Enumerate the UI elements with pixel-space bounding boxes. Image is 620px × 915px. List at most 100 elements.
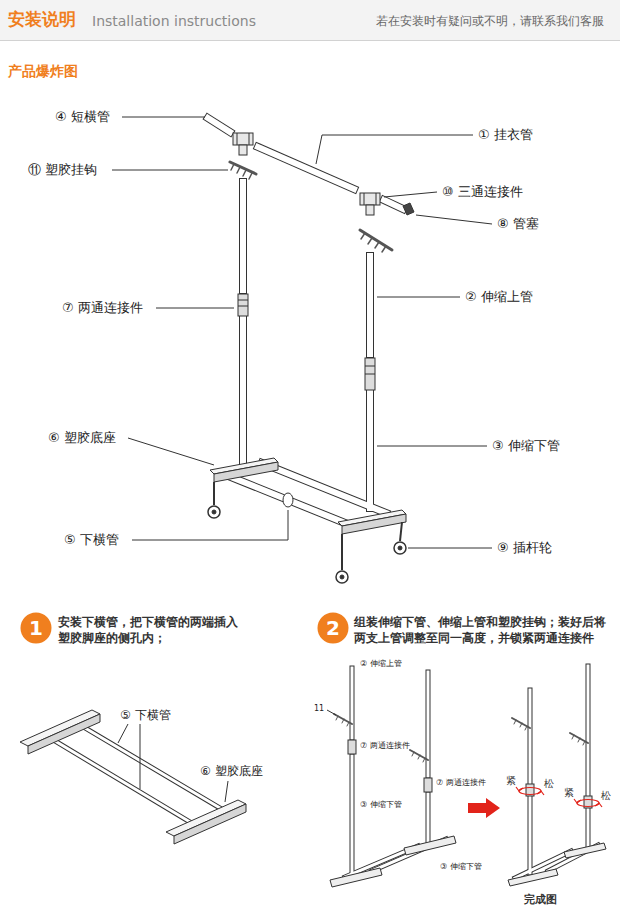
plastic-foot bbox=[330, 868, 382, 887]
plastic-foot bbox=[214, 462, 278, 482]
leader-line bbox=[416, 215, 492, 224]
leader-line bbox=[225, 781, 228, 802]
tube bbox=[45, 666, 598, 878]
plastic-hook bbox=[412, 752, 425, 762]
leader-line bbox=[140, 724, 141, 789]
plastic-hook bbox=[361, 233, 386, 252]
tube bbox=[45, 118, 598, 878]
part-label: ⑧ 管塞 bbox=[497, 216, 539, 232]
leader-line bbox=[327, 710, 336, 715]
part-label: ② 伸缩上管 bbox=[465, 289, 533, 305]
plastic-foot bbox=[20, 458, 606, 887]
part-label: ⑤ 下横管 bbox=[64, 532, 119, 548]
header-band bbox=[0, 40, 620, 41]
plastic-foot bbox=[20, 710, 100, 746]
two-way-connector bbox=[238, 300, 248, 301]
twist-symbol bbox=[595, 803, 602, 807]
tube bbox=[208, 118, 403, 525]
part-label: ⑩ 三通连接件 bbox=[442, 184, 523, 200]
tee-connector bbox=[366, 205, 374, 215]
loosen-mark: 松 bbox=[601, 790, 611, 802]
part-label: ⑪ 塑胶挂钩 bbox=[28, 162, 97, 178]
leader-line bbox=[408, 548, 492, 549]
plastic-foot bbox=[404, 836, 456, 855]
tube bbox=[45, 666, 598, 878]
plastic-foot bbox=[174, 804, 246, 844]
caster-wheel bbox=[212, 510, 216, 514]
tee-connector bbox=[237, 133, 238, 145]
twist-symbol bbox=[574, 799, 581, 803]
twist-symbol bbox=[537, 791, 544, 795]
leader-line bbox=[384, 192, 437, 197]
caster-wheel bbox=[213, 482, 215, 505]
crossbar-joint bbox=[283, 493, 293, 507]
part-label: ① 挂衣管 bbox=[478, 127, 533, 143]
part-label: ⑦ 两通连接件 bbox=[360, 741, 410, 751]
step-number-circle: 2 bbox=[317, 612, 349, 644]
part-label: ③ 伸缩下管 bbox=[440, 862, 482, 872]
leader-line bbox=[156, 308, 234, 309]
header-band bbox=[0, 0, 620, 41]
two-way-connector bbox=[348, 740, 356, 754]
caster-wheel bbox=[340, 575, 344, 579]
callout-number: 11 bbox=[314, 704, 324, 714]
caster-wheel bbox=[341, 534, 343, 570]
flow-arrow bbox=[468, 798, 500, 818]
header-band bbox=[0, 0, 620, 40]
figure-caption: 完成图 bbox=[524, 893, 557, 906]
tee-connector bbox=[239, 145, 247, 155]
plastic-foot bbox=[564, 843, 606, 858]
header-note: 若在安装时有疑问或不明，请联系我们客服 bbox=[376, 14, 604, 28]
part-label: ④ 短横管 bbox=[55, 109, 110, 125]
part-label: ③ 伸缩下管 bbox=[360, 800, 402, 810]
tighten-mark: 紧 bbox=[564, 787, 574, 799]
crossbar-joint bbox=[283, 493, 293, 507]
node-body: 2 bbox=[317, 612, 349, 644]
caster-wheel bbox=[336, 571, 348, 583]
caster-wheel bbox=[398, 546, 402, 550]
plastic-foot bbox=[28, 714, 100, 754]
section-heading: 产品爆炸图 bbox=[8, 63, 78, 80]
tee-connector bbox=[364, 193, 365, 205]
two-way-connector bbox=[365, 374, 375, 375]
part-label: ⑦ 两通连接件 bbox=[62, 300, 143, 316]
plastic-hook bbox=[514, 720, 527, 730]
plastic-foot bbox=[342, 514, 406, 534]
step-text: 安装下横管，把下横管的两端插入塑胶脚座的侧孔内； bbox=[58, 614, 248, 646]
twist-symbol bbox=[516, 787, 523, 791]
leader-line bbox=[132, 510, 288, 540]
tube bbox=[208, 118, 403, 525]
loosen-mark: 松 bbox=[544, 778, 554, 790]
leader-line bbox=[377, 446, 487, 447]
leader-line bbox=[118, 724, 128, 743]
part-label: ⑤ 下横管 bbox=[120, 708, 171, 722]
flow-arrow bbox=[468, 798, 500, 818]
leader-line bbox=[128, 438, 214, 465]
part-label: ② 伸缩上管 bbox=[360, 659, 402, 669]
tube-plug bbox=[403, 203, 414, 215]
tee-connector bbox=[233, 133, 253, 145]
caster-wheel bbox=[208, 506, 220, 518]
part-label: ⑥ 塑胶底座 bbox=[200, 764, 263, 778]
leader-line bbox=[112, 117, 492, 802]
step-text: 组装伸缩下管、伸缩上管和塑胶挂钩；装好后将两支上管调整至同一高度，并锁紧两通连接… bbox=[354, 614, 612, 646]
two-way-connector bbox=[365, 366, 375, 367]
leader-line bbox=[377, 297, 460, 298]
step-number: 2 bbox=[326, 617, 340, 639]
page-title: 安装说明 bbox=[8, 9, 76, 29]
circle-fill bbox=[21, 613, 52, 644]
plastic-hook bbox=[572, 735, 585, 745]
header-subtitle: Installation instructions bbox=[92, 13, 256, 30]
twist-symbol bbox=[516, 787, 602, 807]
step-number: 1 bbox=[29, 617, 43, 639]
part-label: ⑥ 塑胶底座 bbox=[48, 430, 116, 446]
two-way-connector bbox=[238, 306, 248, 307]
tighten-mark: 紧 bbox=[506, 775, 516, 787]
two-way-connector bbox=[238, 294, 592, 808]
part-label: ⑨ 插杆轮 bbox=[497, 540, 552, 556]
part-label: ⑦ 两通连接件 bbox=[436, 778, 486, 788]
caster-wheel bbox=[400, 522, 402, 541]
two-way-connector bbox=[365, 358, 375, 390]
leader-line bbox=[112, 170, 228, 171]
